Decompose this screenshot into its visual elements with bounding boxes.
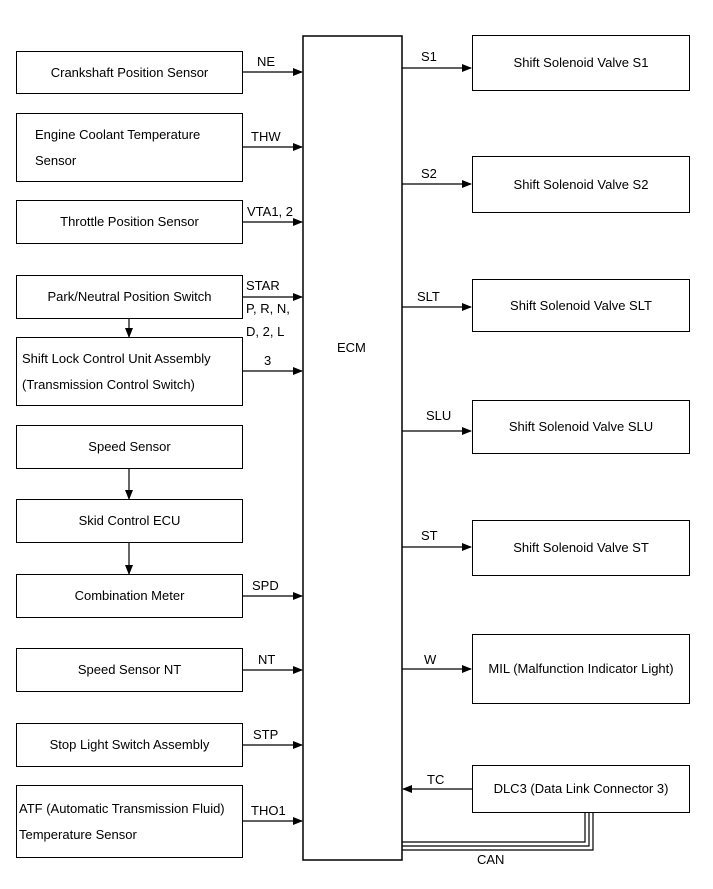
- solenoid-s1-label: Shift Solenoid Valve S1: [513, 55, 649, 70]
- throttle-sensor-box: Throttle Position Sensor: [16, 200, 243, 244]
- coolant-temp-sensor-box: Engine Coolant Temperature Sensor: [16, 113, 243, 182]
- signal-stp: STP: [253, 727, 279, 742]
- signal-nt: NT: [258, 652, 276, 667]
- atf-temp-sensor-label-2: Temperature Sensor: [19, 826, 137, 842]
- solenoid-slu-box: Shift Solenoid Valve SLU: [472, 400, 690, 454]
- signal-d2l: D, 2, L: [246, 324, 285, 339]
- signal-vta: VTA1, 2: [247, 204, 294, 219]
- speed-sensor-nt-label: Speed Sensor NT: [77, 662, 182, 677]
- solenoid-st-box: Shift Solenoid Valve ST: [472, 520, 690, 576]
- can-line-3: [402, 812, 594, 851]
- signal-s2: S2: [421, 166, 437, 181]
- stop-light-switch-label: Stop Light Switch Assembly: [49, 737, 210, 752]
- signal-star: STAR: [246, 278, 280, 293]
- ecm-label: ECM: [337, 340, 366, 355]
- signal-st: ST: [421, 528, 438, 543]
- signal-slu: SLU: [426, 408, 452, 423]
- skid-control-ecu-label: Skid Control ECU: [78, 513, 181, 528]
- stop-light-switch-box: Stop Light Switch Assembly: [16, 723, 243, 767]
- combination-meter-label: Combination Meter: [74, 588, 185, 603]
- dlc3-label: DLC3 (Data Link Connector 3): [493, 781, 669, 796]
- crankshaft-sensor-label: Crankshaft Position Sensor: [50, 64, 209, 80]
- coolant-temp-sensor-label-2: Sensor: [35, 152, 77, 168]
- signal-ne: NE: [257, 54, 276, 69]
- solenoid-slt-box: Shift Solenoid Valve SLT: [472, 279, 690, 332]
- solenoid-s2-label: Shift Solenoid Valve S2: [513, 176, 649, 192]
- speed-sensor-label: Speed Sensor: [88, 439, 171, 454]
- solenoid-st-label: Shift Solenoid Valve ST: [513, 540, 649, 555]
- shift-lock-unit-box: Shift Lock Control Unit Assembly (Transm…: [16, 337, 243, 406]
- signal-s1: S1: [421, 49, 437, 64]
- ecm-box: [302, 35, 403, 861]
- can-line-1: [402, 812, 586, 843]
- crankshaft-sensor-box: Crankshaft Position Sensor: [16, 51, 243, 94]
- shift-lock-unit-label-1: Shift Lock Control Unit Assembly: [22, 350, 211, 366]
- dlc3-box: DLC3 (Data Link Connector 3): [472, 765, 690, 813]
- signal-tc: TC: [427, 772, 445, 787]
- can-line-2: [402, 812, 590, 847]
- shift-lock-unit-label-2: (Transmission Control Switch): [22, 376, 195, 392]
- solenoid-s1-box: Shift Solenoid Valve S1: [472, 35, 690, 91]
- park-neutral-switch-box: Park/Neutral Position Switch: [16, 275, 243, 319]
- solenoid-s2-box: Shift Solenoid Valve S2: [472, 156, 690, 213]
- signal-spd: SPD: [252, 578, 279, 593]
- speed-sensor-nt-box: Speed Sensor NT: [16, 648, 243, 692]
- atf-temp-sensor-label-1: ATF (Automatic Transmission Fluid): [19, 800, 225, 816]
- coolant-temp-sensor-label-1: Engine Coolant Temperature: [35, 126, 201, 142]
- signal-w: W: [424, 652, 437, 667]
- solenoid-slu-label: Shift Solenoid Valve SLU: [508, 419, 654, 434]
- skid-control-ecu-box: Skid Control ECU: [16, 499, 243, 543]
- combination-meter-box: Combination Meter: [16, 574, 243, 618]
- signal-slt: SLT: [417, 289, 440, 304]
- speed-sensor-box: Speed Sensor: [16, 425, 243, 469]
- signal-tho1: THO1: [251, 803, 286, 818]
- signal-3: 3: [264, 353, 272, 368]
- throttle-sensor-label: Throttle Position Sensor: [60, 214, 199, 229]
- signal-prn: P, R, N,: [246, 301, 290, 316]
- atf-temp-sensor-box: ATF (Automatic Transmission Fluid) Tempe…: [16, 785, 243, 858]
- mil-label: MIL (Malfunction Indicator Light): [488, 661, 674, 676]
- park-neutral-switch-label: Park/Neutral Position Switch: [47, 289, 212, 304]
- signal-thw: THW: [251, 129, 281, 144]
- can-bus-label: CAN: [477, 852, 505, 867]
- mil-box: MIL (Malfunction Indicator Light): [472, 634, 690, 704]
- solenoid-slt-label: Shift Solenoid Valve SLT: [510, 297, 652, 313]
